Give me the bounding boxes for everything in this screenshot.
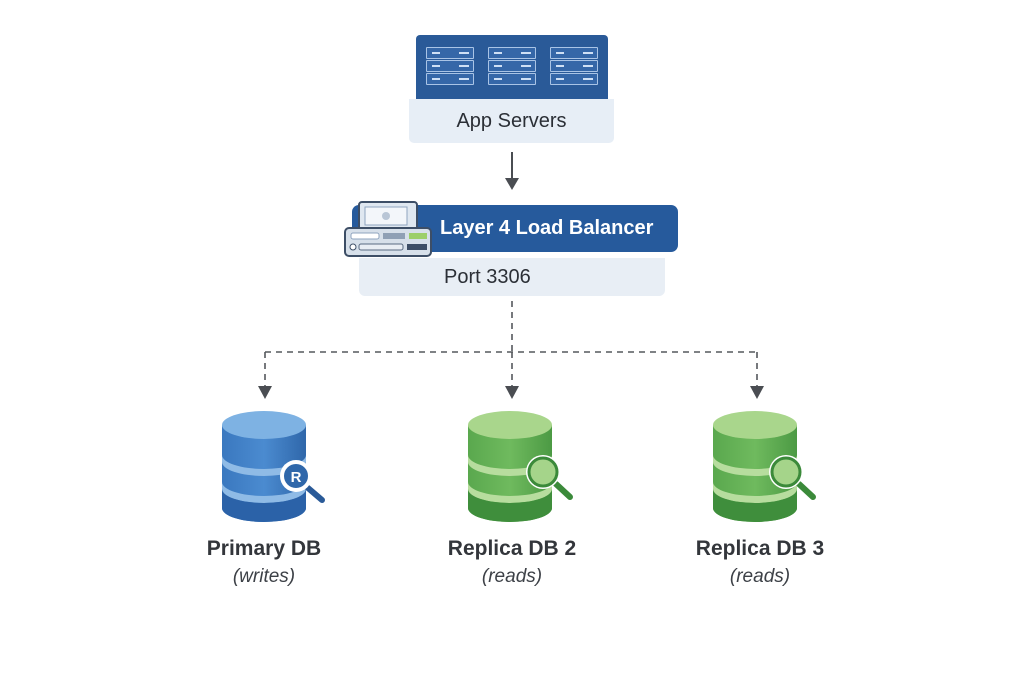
replica-db-3-icon <box>713 411 816 522</box>
replica-db-2-role: (reads) <box>481 566 543 587</box>
replica-db-2-icon <box>468 411 573 522</box>
primary-db-role: (writes) <box>232 566 296 587</box>
replica-db-2-label: Replica DB 2 <box>447 537 577 560</box>
arrowhead-primary <box>258 386 272 399</box>
primary-db-icon: R <box>222 411 325 522</box>
server-rack <box>426 47 474 89</box>
magnifier-icon: R <box>280 460 325 503</box>
port-box <box>359 258 665 296</box>
magnifier-icon <box>526 455 573 500</box>
replica-db-3-label: Replica DB 3 <box>695 537 825 560</box>
server-rack <box>488 47 536 89</box>
replica-db-3-role: (reads) <box>729 566 791 587</box>
arrow-app-to-lb <box>505 152 519 190</box>
load-balancer-title: Layer 4 Load Balancer <box>440 217 654 239</box>
arrowhead-replica-3 <box>750 386 764 399</box>
magnifier-icon <box>769 455 816 500</box>
primary-db-label: Primary DB <box>206 537 322 560</box>
server-rack-icon <box>416 35 608 100</box>
load-balancer-appliance-icon <box>344 201 432 257</box>
dashed-connector-lb-to-dbs <box>264 301 758 388</box>
server-rack <box>550 47 598 89</box>
arrowhead-replica-2 <box>505 386 519 399</box>
svg-text:R: R <box>291 469 302 486</box>
port-label: Port 3306 <box>444 266 531 288</box>
app-servers-label: App Servers <box>409 99 614 143</box>
